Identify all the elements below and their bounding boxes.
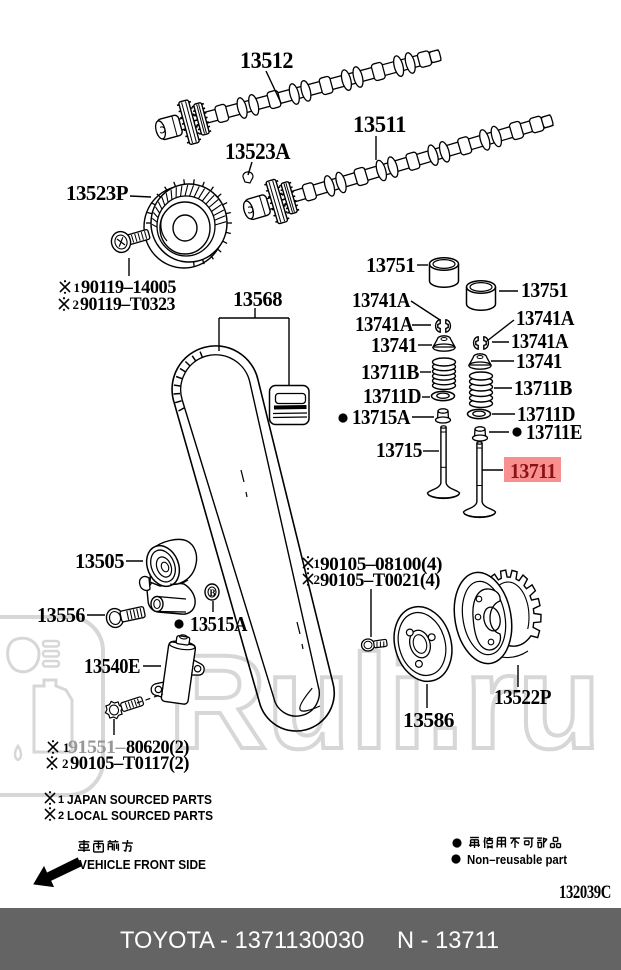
svg-text:90105–08100(4): 90105–08100(4) xyxy=(320,554,442,575)
svg-text:13711D: 13711D xyxy=(363,384,421,408)
svg-text:LOCAL SOURCED PARTS: LOCAL SOURCED PARTS xyxy=(67,808,213,823)
svg-text:13741A: 13741A xyxy=(511,329,569,353)
svg-text:13711: 13711 xyxy=(510,459,556,483)
svg-text:13512: 13512 xyxy=(240,48,293,73)
svg-text:90119–14005: 90119–14005 xyxy=(81,277,176,298)
svg-text:2: 2 xyxy=(73,297,80,312)
svg-text:13751: 13751 xyxy=(366,253,415,277)
svg-text:13711D: 13711D xyxy=(517,402,575,426)
svg-text:13741A: 13741A xyxy=(355,312,414,336)
svg-text:13511: 13511 xyxy=(353,112,406,137)
svg-text:13741: 13741 xyxy=(371,333,417,357)
svg-text:JAPAN SOURCED PARTS: JAPAN SOURCED PARTS xyxy=(67,792,212,807)
svg-text:13751: 13751 xyxy=(521,278,568,302)
svg-text:90105–T0021(4): 90105–T0021(4) xyxy=(320,570,440,591)
svg-text:VEHICLE FRONT SIDE: VEHICLE FRONT SIDE xyxy=(79,857,206,872)
svg-text:13540E: 13540E xyxy=(84,654,140,678)
svg-text:13715: 13715 xyxy=(376,438,422,462)
svg-text:13556: 13556 xyxy=(37,603,85,627)
svg-text:13711E: 13711E xyxy=(526,420,582,444)
svg-text:13741A: 13741A xyxy=(352,288,411,312)
svg-text:Non–reusable part: Non–reusable part xyxy=(467,852,568,867)
svg-text:1: 1 xyxy=(58,794,64,806)
svg-text:1: 1 xyxy=(74,280,81,295)
svg-text:TOYOTA - 1371130030 N - 13: TOYOTA - 1371130030 N - 13711 xyxy=(120,927,499,954)
svg-text:1: 1 xyxy=(314,556,321,571)
svg-text:13741: 13741 xyxy=(516,349,562,373)
svg-text:90105–T0117(2): 90105–T0117(2) xyxy=(70,753,189,774)
svg-text:80620(2): 80620(2) xyxy=(126,737,189,758)
svg-text:13522P: 13522P xyxy=(494,685,552,709)
svg-text:2: 2 xyxy=(58,810,64,822)
svg-text:13715A: 13715A xyxy=(352,405,411,429)
svg-text:13568: 13568 xyxy=(233,287,282,311)
svg-text:13523P: 13523P xyxy=(66,181,129,205)
svg-text:13586: 13586 xyxy=(403,708,454,732)
svg-text:13711B: 13711B xyxy=(361,360,419,384)
svg-text:1: 1 xyxy=(63,740,70,755)
svg-text:Ruli.ru: Ruli.ru xyxy=(168,628,601,777)
svg-text:2: 2 xyxy=(62,756,69,771)
svg-text:2: 2 xyxy=(314,572,321,587)
svg-text:13523A: 13523A xyxy=(225,139,291,164)
svg-text:13741A: 13741A xyxy=(516,306,575,330)
svg-text:13505: 13505 xyxy=(75,549,124,573)
svg-text:90119–T0323: 90119–T0323 xyxy=(80,294,175,315)
svg-text:13711B: 13711B xyxy=(514,376,572,400)
svg-text:B: B xyxy=(210,588,216,598)
svg-text:13515A: 13515A xyxy=(190,612,248,636)
svg-text:91551–: 91551– xyxy=(68,737,126,758)
svg-text:132039C: 132039C xyxy=(559,882,611,903)
